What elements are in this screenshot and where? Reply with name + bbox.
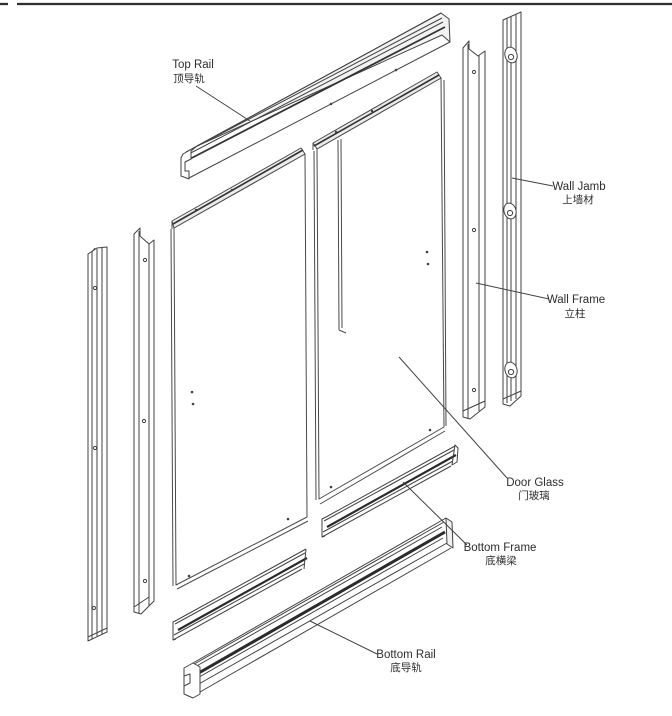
left-door-strip-screw: [230, 188, 234, 192]
right-door-glass-edge-thickness: [313, 79, 447, 505]
bottom-rail-leader-line: [309, 620, 378, 655]
right-door-strip-screw: [370, 109, 374, 113]
right-door-bottom-screw: [428, 428, 432, 432]
right-wall-frame-body: [462, 40, 486, 420]
left-door-glass-pane: [173, 153, 308, 586]
bottom-rail-label-zh: 底导轨: [390, 661, 422, 674]
left-wall-jamb-caps: [87, 247, 108, 638]
bottom-rail-long-edges: [185, 517, 452, 697]
wall-frame-label-en: Wall Frame: [547, 294, 605, 306]
left-wall-jamb-hole: [92, 445, 98, 451]
wall-jamb-label-en: Wall Jamb: [552, 181, 605, 193]
right-wall-jamb-bottom-face: [502, 390, 522, 400]
left-wall-jamb-hole: [91, 605, 97, 611]
left-door-hanger-strip-groove: [172, 149, 304, 225]
left-wall-jamb-flutes: [91, 248, 103, 639]
right-wall-frame-bottom-face: [462, 400, 486, 412]
bottom-frame-label-zh: 底横梁: [485, 554, 517, 567]
door-glass-label: Door Glass 门玻璃: [398, 356, 564, 502]
right-bottom-frame-part: [321, 444, 459, 538]
right-wall-frame-hole: [471, 227, 477, 233]
left-wall-frame-hole: [141, 418, 147, 424]
right-wall-frame-hole: [471, 69, 477, 75]
left-bottom-frame-part: [172, 548, 308, 641]
right-door-glass-hole: [426, 262, 430, 266]
top-rail-part: [180, 12, 451, 180]
left-wall-frame-hole: [142, 578, 148, 584]
bottom-rail-label-en: Bottom Rail: [376, 649, 435, 661]
top-rail-groove-line: [183, 26, 446, 163]
right-wall-frame-flutes: [467, 44, 480, 418]
right-wall-jamb-part: [502, 11, 522, 407]
left-wall-frame-bottom-face: [133, 596, 150, 608]
wall-jamb-label: Wall Jamb 上墙材: [511, 177, 606, 206]
door-glass-label-en: Door Glass: [506, 477, 564, 489]
left-door-bottom-screw: [286, 517, 290, 521]
jamb-knob: [504, 46, 518, 64]
right-bottom-frame-end-caps: [321, 444, 459, 538]
left-door-strip-screw: [194, 208, 198, 212]
left-wall-frame-flutes: [138, 231, 150, 613]
left-door-glass-hole: [191, 402, 195, 406]
jamb-knob-screw: [507, 53, 515, 61]
left-wall-jamb-part: [87, 246, 108, 642]
top-rail-long-edges: [182, 12, 451, 179]
right-door-bottom-screw: [329, 485, 333, 489]
top-rail-screw-hole: [394, 68, 398, 72]
bottom-rail-dark-stripe: [189, 530, 446, 680]
right-bottom-frame-dark-stripe: [326, 454, 457, 528]
left-wall-frame-part: [133, 227, 155, 615]
jamb-knob: [503, 202, 517, 220]
jamb-knob-screw: [506, 209, 514, 217]
left-door-glass-edge-thickness: [170, 228, 309, 590]
top-rail-label-en: Top Rail: [172, 59, 214, 71]
jamb-knob-screw: [507, 368, 515, 376]
left-wall-frame-hole: [142, 257, 148, 263]
top-rail-label: Top Rail 顶导轨: [172, 59, 251, 122]
bottom-frame-leader-line: [402, 481, 468, 546]
left-door-bottom-screw: [187, 574, 191, 578]
wall-frame-leader-line: [475, 282, 550, 300]
left-bottom-frame-end-caps: [172, 548, 307, 641]
right-door-glass-part: [312, 71, 447, 505]
top-rail-leader-line: [195, 85, 251, 122]
jamb-knob: [504, 361, 518, 379]
left-door-glass-hole: [190, 390, 194, 394]
right-door-strip-screw: [334, 130, 338, 134]
labels: Top Rail 顶导轨 Wall Jamb 上墙材 Wall Frame 立柱…: [172, 59, 605, 674]
left-wall-frame-body: [133, 227, 155, 615]
left-wall-jamb-hole: [92, 285, 98, 291]
wall-frame-label-zh: 立柱: [565, 307, 586, 320]
left-door-glass-part: [170, 147, 309, 590]
top-rail-label-zh: 顶导轨: [173, 72, 205, 85]
right-door-glass-hole: [425, 250, 429, 254]
left-bottom-frame-edges: [172, 548, 307, 641]
top-rail-screw-hole: [329, 102, 333, 106]
bottom-rail-profile-end: [183, 662, 201, 699]
right-bottom-frame-edges: [321, 445, 456, 538]
right-wall-jamb-adjuster-knobs: [503, 46, 518, 379]
left-bottom-frame-dark-stripe: [177, 557, 308, 631]
door-glass-leader-line: [398, 356, 508, 479]
right-door-hanger-strip-groove: [313, 74, 440, 147]
right-wall-frame-part: [462, 40, 486, 420]
wall-jamb-label-zh: 上墙材: [562, 193, 594, 206]
bottom-frame-label: Bottom Frame 底横梁: [402, 481, 537, 567]
bottom-rail-profile-notch: [183, 673, 191, 687]
right-door-glass-pane: [316, 77, 445, 500]
bottom-frame-label-en: Bottom Frame: [464, 542, 537, 554]
wall-jamb-leader-line: [511, 177, 554, 187]
top-rail-profile-end: [180, 145, 198, 180]
wall-frame-label: Wall Frame 立柱: [475, 282, 605, 320]
door-glass-label-zh: 门玻璃: [518, 489, 550, 502]
right-door-glass-inner-edge-line: [337, 138, 347, 334]
bottom-rail-label: Bottom Rail 底导轨: [309, 620, 436, 674]
right-wall-frame-hole: [471, 387, 477, 393]
